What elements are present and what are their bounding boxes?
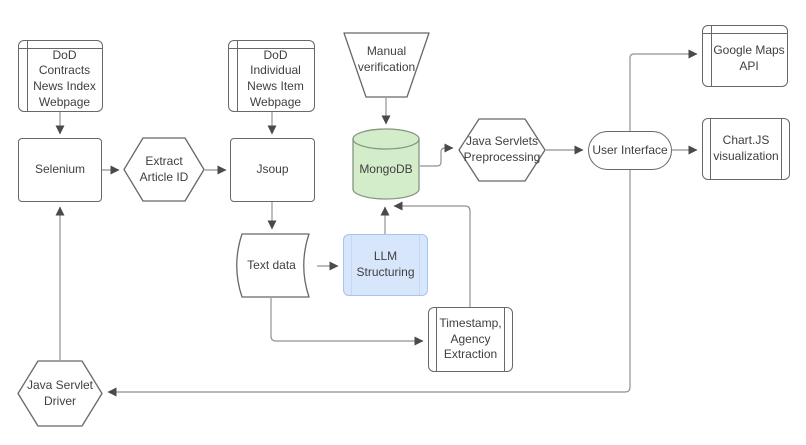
database-cylinder-shape bbox=[352, 128, 420, 200]
node-llm-structuring: LLM Structuring bbox=[343, 234, 428, 296]
hexagon-shape bbox=[458, 118, 546, 182]
node-label: LLM Structuring bbox=[356, 249, 415, 279]
node-label: User Interface bbox=[592, 142, 668, 157]
browser-left-bar bbox=[711, 26, 712, 86]
browser-top-bar bbox=[703, 33, 787, 34]
process-left-bar bbox=[436, 308, 437, 371]
edge-mongodb-to-java-servlets-preprocessing bbox=[420, 143, 454, 167]
edge-text-data-to-timestamp-agency bbox=[270, 298, 424, 346]
node-manual-verification: Manual verification bbox=[343, 32, 430, 98]
browser-top-bar bbox=[19, 48, 102, 49]
node-google-maps-api: Google Maps API bbox=[702, 25, 788, 87]
node-label: DoD Individual News Item Webpage bbox=[247, 47, 304, 109]
node-java-servlets-preprocessing: Java Servlets Preprocessing bbox=[458, 118, 546, 182]
edge-user-interface-to-google-maps bbox=[629, 49, 698, 131]
process-right-bar bbox=[504, 308, 505, 371]
node-label: Jsoup bbox=[256, 162, 289, 177]
curved-tape-shape bbox=[228, 233, 315, 298]
node-label: Timestamp, Agency Extraction bbox=[439, 316, 502, 362]
node-label: Java Servlets Preprocessing bbox=[463, 134, 541, 164]
edge-user-interface-to-java-servlet-driver bbox=[107, 170, 631, 397]
node-label: Text data bbox=[247, 257, 296, 272]
node-label: DoD Contracts News Index Webpage bbox=[33, 47, 96, 109]
process-left-bar bbox=[710, 119, 711, 179]
node-dod-contracts-webpage: DoD Contracts News Index Webpage bbox=[18, 40, 103, 112]
inverted-trapezoid-shape bbox=[343, 32, 430, 98]
node-java-servlet-driver: Java Servlet Driver bbox=[17, 360, 103, 427]
node-label: Selenium bbox=[34, 162, 86, 177]
browser-left-bar bbox=[27, 41, 28, 111]
browser-left-bar bbox=[237, 41, 238, 111]
node-jsoup: Jsoup bbox=[230, 138, 315, 202]
node-selenium: Selenium bbox=[18, 138, 102, 202]
process-left-bar bbox=[351, 235, 352, 295]
node-text-data: Text data bbox=[228, 233, 315, 298]
node-chartjs-visualization: Chart.JS visualization bbox=[702, 118, 790, 180]
node-dod-individual-webpage: DoD Individual News Item Webpage bbox=[228, 40, 315, 112]
edge-timestamp-agency-to-mongodb bbox=[393, 201, 471, 307]
node-label: MongoDB bbox=[359, 162, 413, 177]
process-right-bar bbox=[781, 119, 782, 179]
node-label: Chart.JS visualization bbox=[713, 133, 779, 163]
node-label: Extract Article ID bbox=[139, 153, 189, 184]
node-extract-article-id: Extract Article ID bbox=[123, 137, 205, 202]
process-right-bar bbox=[419, 235, 420, 295]
hexagon-shape bbox=[123, 137, 205, 202]
node-label: Google Maps API bbox=[713, 43, 785, 73]
node-label: Manual verification bbox=[357, 44, 416, 74]
node-label: Java Servlet Driver bbox=[26, 377, 94, 408]
node-timestamp-agency-extraction: Timestamp, Agency Extraction bbox=[428, 307, 513, 372]
node-user-interface: User Interface bbox=[588, 131, 672, 170]
browser-top-bar bbox=[229, 48, 314, 49]
node-mongodb: MongoDB bbox=[352, 128, 420, 200]
hexagon-shape bbox=[17, 360, 103, 427]
